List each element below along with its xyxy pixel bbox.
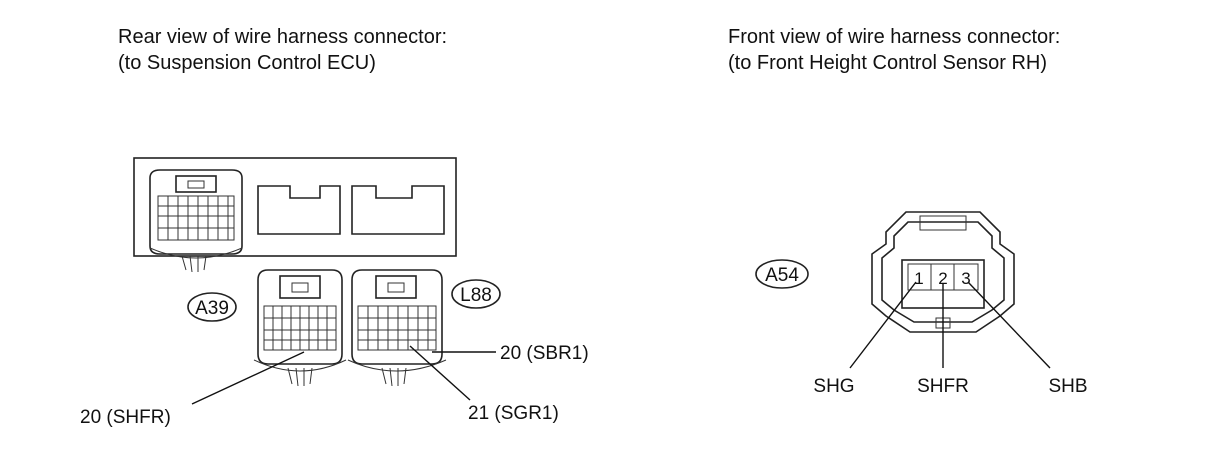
ecu-socket-right — [351, 185, 445, 235]
right-caption: Front view of wire harness connector: (t… — [728, 24, 1060, 76]
leader-shb — [967, 281, 1051, 369]
ecu-socket-middle — [257, 185, 341, 235]
right-caption-line2: (to Front Height Control Sensor RH) — [728, 52, 1048, 74]
leader-sgr1 — [409, 345, 471, 401]
terminal-label-shfr: 20 (SHFR) — [80, 407, 171, 428]
connector-a39 — [253, 269, 347, 387]
tag-a39: A39 — [195, 298, 229, 319]
connector-l88 — [347, 269, 447, 387]
right-caption-line1: Front view of wire harness connector: — [728, 26, 1061, 48]
tag-a54-oval — [755, 259, 809, 289]
sensor-label-shg: SHG — [813, 376, 854, 397]
sensor-label-shb: SHB — [1048, 376, 1087, 397]
tag-l88-oval — [451, 279, 501, 309]
left-caption: Rear view of wire harness connector: (to… — [118, 24, 447, 76]
left-caption-line1: Rear view of wire harness connector: — [118, 26, 448, 48]
sensor-connector-a54: 1 2 3 — [871, 211, 1015, 333]
sensor-pin-3: 3 — [961, 269, 970, 288]
ecu-housing — [133, 157, 457, 273]
sensor-pin-2: 2 — [938, 269, 947, 288]
leader-shfr — [191, 351, 305, 405]
sensor-label-shfr: SHFR — [917, 376, 969, 397]
terminal-label-sbr1: 20 (SBR1) — [500, 343, 589, 364]
tag-a54: A54 — [765, 265, 799, 286]
tag-a39-oval — [187, 292, 237, 322]
ecu-connector-left — [149, 169, 243, 273]
sensor-pin-1: 1 — [914, 269, 923, 288]
left-caption-line2: (to Suspension Control ECU) — [118, 52, 376, 74]
leader-shg — [849, 281, 917, 369]
terminal-label-sgr1: 21 (SGR1) — [468, 403, 559, 424]
tag-l88: L88 — [460, 285, 492, 306]
